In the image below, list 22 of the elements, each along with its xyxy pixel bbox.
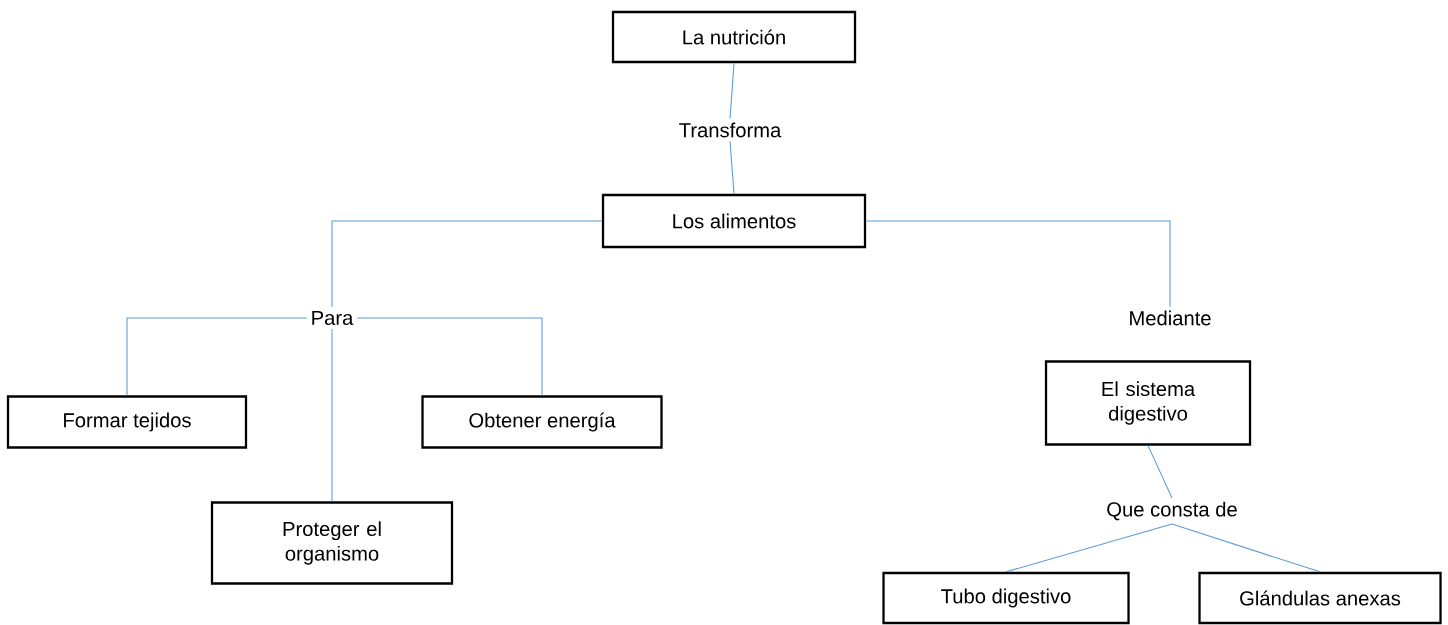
connector-line	[1171, 523, 1321, 573]
concept-box: Tubo digestivo	[882, 571, 1130, 625]
concept-box: Formar tejidos	[6, 395, 248, 449]
connector-line	[331, 328, 333, 502]
concept-box: Glándulas anexas	[1198, 571, 1442, 625]
concept-box: El sistema digestivo	[1044, 360, 1252, 446]
connector-line	[729, 140, 735, 195]
concept-box: Obtener energía	[421, 395, 663, 449]
connector-line	[126, 317, 308, 396]
linking-word: Transforma	[675, 119, 785, 141]
connector-line	[729, 62, 735, 120]
linking-word: Mediante	[1124, 307, 1216, 329]
concept-box: Proteger el organismo	[210, 501, 454, 585]
connector-line	[1147, 445, 1173, 499]
connector-line	[1005, 523, 1173, 573]
linking-word: Para	[307, 307, 357, 329]
connector-line	[865, 220, 1171, 308]
connector-line	[331, 220, 603, 308]
connector-line	[356, 317, 543, 396]
concept-box: La nutrición	[611, 10, 857, 64]
linking-word: Que consta de	[1102, 498, 1242, 524]
concept-box: Los alimentos	[601, 193, 867, 249]
